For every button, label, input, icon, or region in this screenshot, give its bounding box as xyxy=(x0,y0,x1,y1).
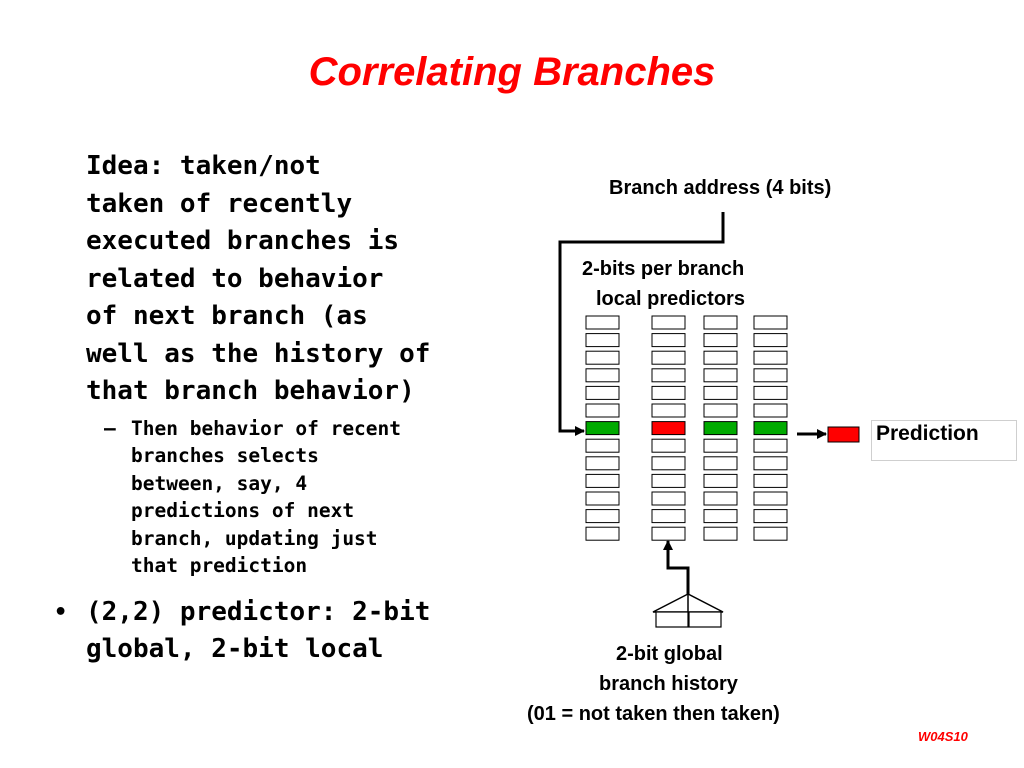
predictor-cell xyxy=(703,315,738,330)
predictor-cell xyxy=(585,526,620,541)
predictor-cell xyxy=(703,368,738,383)
predictor-cell xyxy=(753,473,788,488)
sub-line: that prediction xyxy=(131,554,308,577)
sub-line: branch, updating just xyxy=(131,526,378,550)
predictor-cell xyxy=(753,333,788,348)
predictor-bullet: • (2,2) predictor: 2-bit global, 2-bit l… xyxy=(50,594,470,669)
predictor-cell xyxy=(651,333,686,348)
predictor-cell xyxy=(585,368,620,383)
global-history-label: (01 = not taken then taken) xyxy=(527,703,780,725)
predictor-cell xyxy=(585,315,620,330)
sub-line: branches selects xyxy=(131,444,319,467)
predictor-cell xyxy=(703,333,738,348)
slide-title: Correlating Branches xyxy=(308,50,716,94)
predictor-cell xyxy=(703,473,738,488)
predictor-cell xyxy=(703,526,738,541)
predictor-cell xyxy=(585,509,620,524)
local-predictors-label: local predictors xyxy=(596,288,745,310)
idea-line: related to behavior xyxy=(86,263,384,294)
idea-line: well as the history of xyxy=(86,338,431,369)
predictor-cell xyxy=(585,438,620,453)
predictor-cell xyxy=(651,385,686,400)
address-arrow xyxy=(558,212,725,436)
predictor-cell xyxy=(651,456,686,471)
selected-predictor-cell xyxy=(585,421,620,436)
predictor-cell xyxy=(585,473,620,488)
idea-line: executed branches is xyxy=(86,226,400,256)
predictor-cell xyxy=(753,368,788,383)
idea-line: taken of recently xyxy=(86,188,353,219)
predictor-cell xyxy=(585,456,620,471)
global-history-label: branch history xyxy=(599,673,738,695)
history-bit-box xyxy=(688,611,722,628)
prediction-label-box: Prediction xyxy=(871,420,1017,461)
predictor-cell xyxy=(703,438,738,453)
selected-predictor-cell xyxy=(753,421,788,436)
local-predictors-label: 2-bits per branch xyxy=(582,258,745,280)
bullet-line: global, 2-bit local xyxy=(86,634,384,664)
history-arrow xyxy=(663,540,690,594)
predictor-cell xyxy=(753,438,788,453)
predictor-cell xyxy=(703,491,738,506)
predictor-cell xyxy=(585,491,620,506)
predictor-cell xyxy=(651,509,686,524)
predictor-tables xyxy=(585,315,788,541)
prediction-box xyxy=(827,426,860,443)
branch-address-label: Branch address (4 bits) xyxy=(609,177,832,199)
predictor-cell xyxy=(585,350,620,365)
slide-footer: W04S10 xyxy=(918,729,968,744)
predictor-cell xyxy=(651,473,686,488)
predictor-cell xyxy=(753,385,788,400)
predictor-cell xyxy=(753,509,788,524)
predictor-cell xyxy=(703,385,738,400)
predictor-cell xyxy=(651,350,686,365)
dash-marker: – xyxy=(104,416,116,440)
predictor-cell xyxy=(753,491,788,506)
sub-bullet: – Then behavior of recent branches selec… xyxy=(50,415,470,580)
predictor-cell xyxy=(703,403,738,418)
predictor-cell xyxy=(651,491,686,506)
idea-line: Idea: taken/not xyxy=(86,151,321,181)
text-column: Idea: taken/not taken of recently execut… xyxy=(50,148,470,669)
predictor-cell xyxy=(753,456,788,471)
sub-line: between, say, 4 xyxy=(131,471,308,495)
prediction-label: Prediction xyxy=(876,422,979,445)
selected-predictor-cell xyxy=(651,421,686,436)
idea-paragraph: Idea: taken/not taken of recently execut… xyxy=(50,148,470,411)
predictor-cell xyxy=(585,403,620,418)
predictor-cell xyxy=(753,526,788,541)
idea-line: that branch behavior) xyxy=(86,376,415,406)
bullet-line: (2,2) predictor: 2-bit xyxy=(86,596,431,627)
predictor-cell xyxy=(651,368,686,383)
history-bit-box xyxy=(655,611,689,628)
predictor-cell xyxy=(651,315,686,330)
predictor-cell xyxy=(703,509,738,524)
predictor-cell xyxy=(651,403,686,418)
predictor-cell xyxy=(585,385,620,400)
predictor-cell xyxy=(753,315,788,330)
selected-predictor-cell xyxy=(703,421,738,436)
predictor-cell xyxy=(585,333,620,348)
sub-line: Then behavior of recent xyxy=(131,416,402,440)
predictor-cell xyxy=(651,438,686,453)
sub-line: predictions of next xyxy=(131,499,355,522)
global-history-label: 2-bit global xyxy=(616,643,723,665)
bullet-marker: • xyxy=(54,599,68,625)
predictor-cell xyxy=(753,350,788,365)
idea-line: of next branch (as xyxy=(86,301,368,331)
predictor-cell xyxy=(753,403,788,418)
predictor-cell xyxy=(703,350,738,365)
predictor-cell xyxy=(651,526,686,541)
predictor-cell xyxy=(703,456,738,471)
